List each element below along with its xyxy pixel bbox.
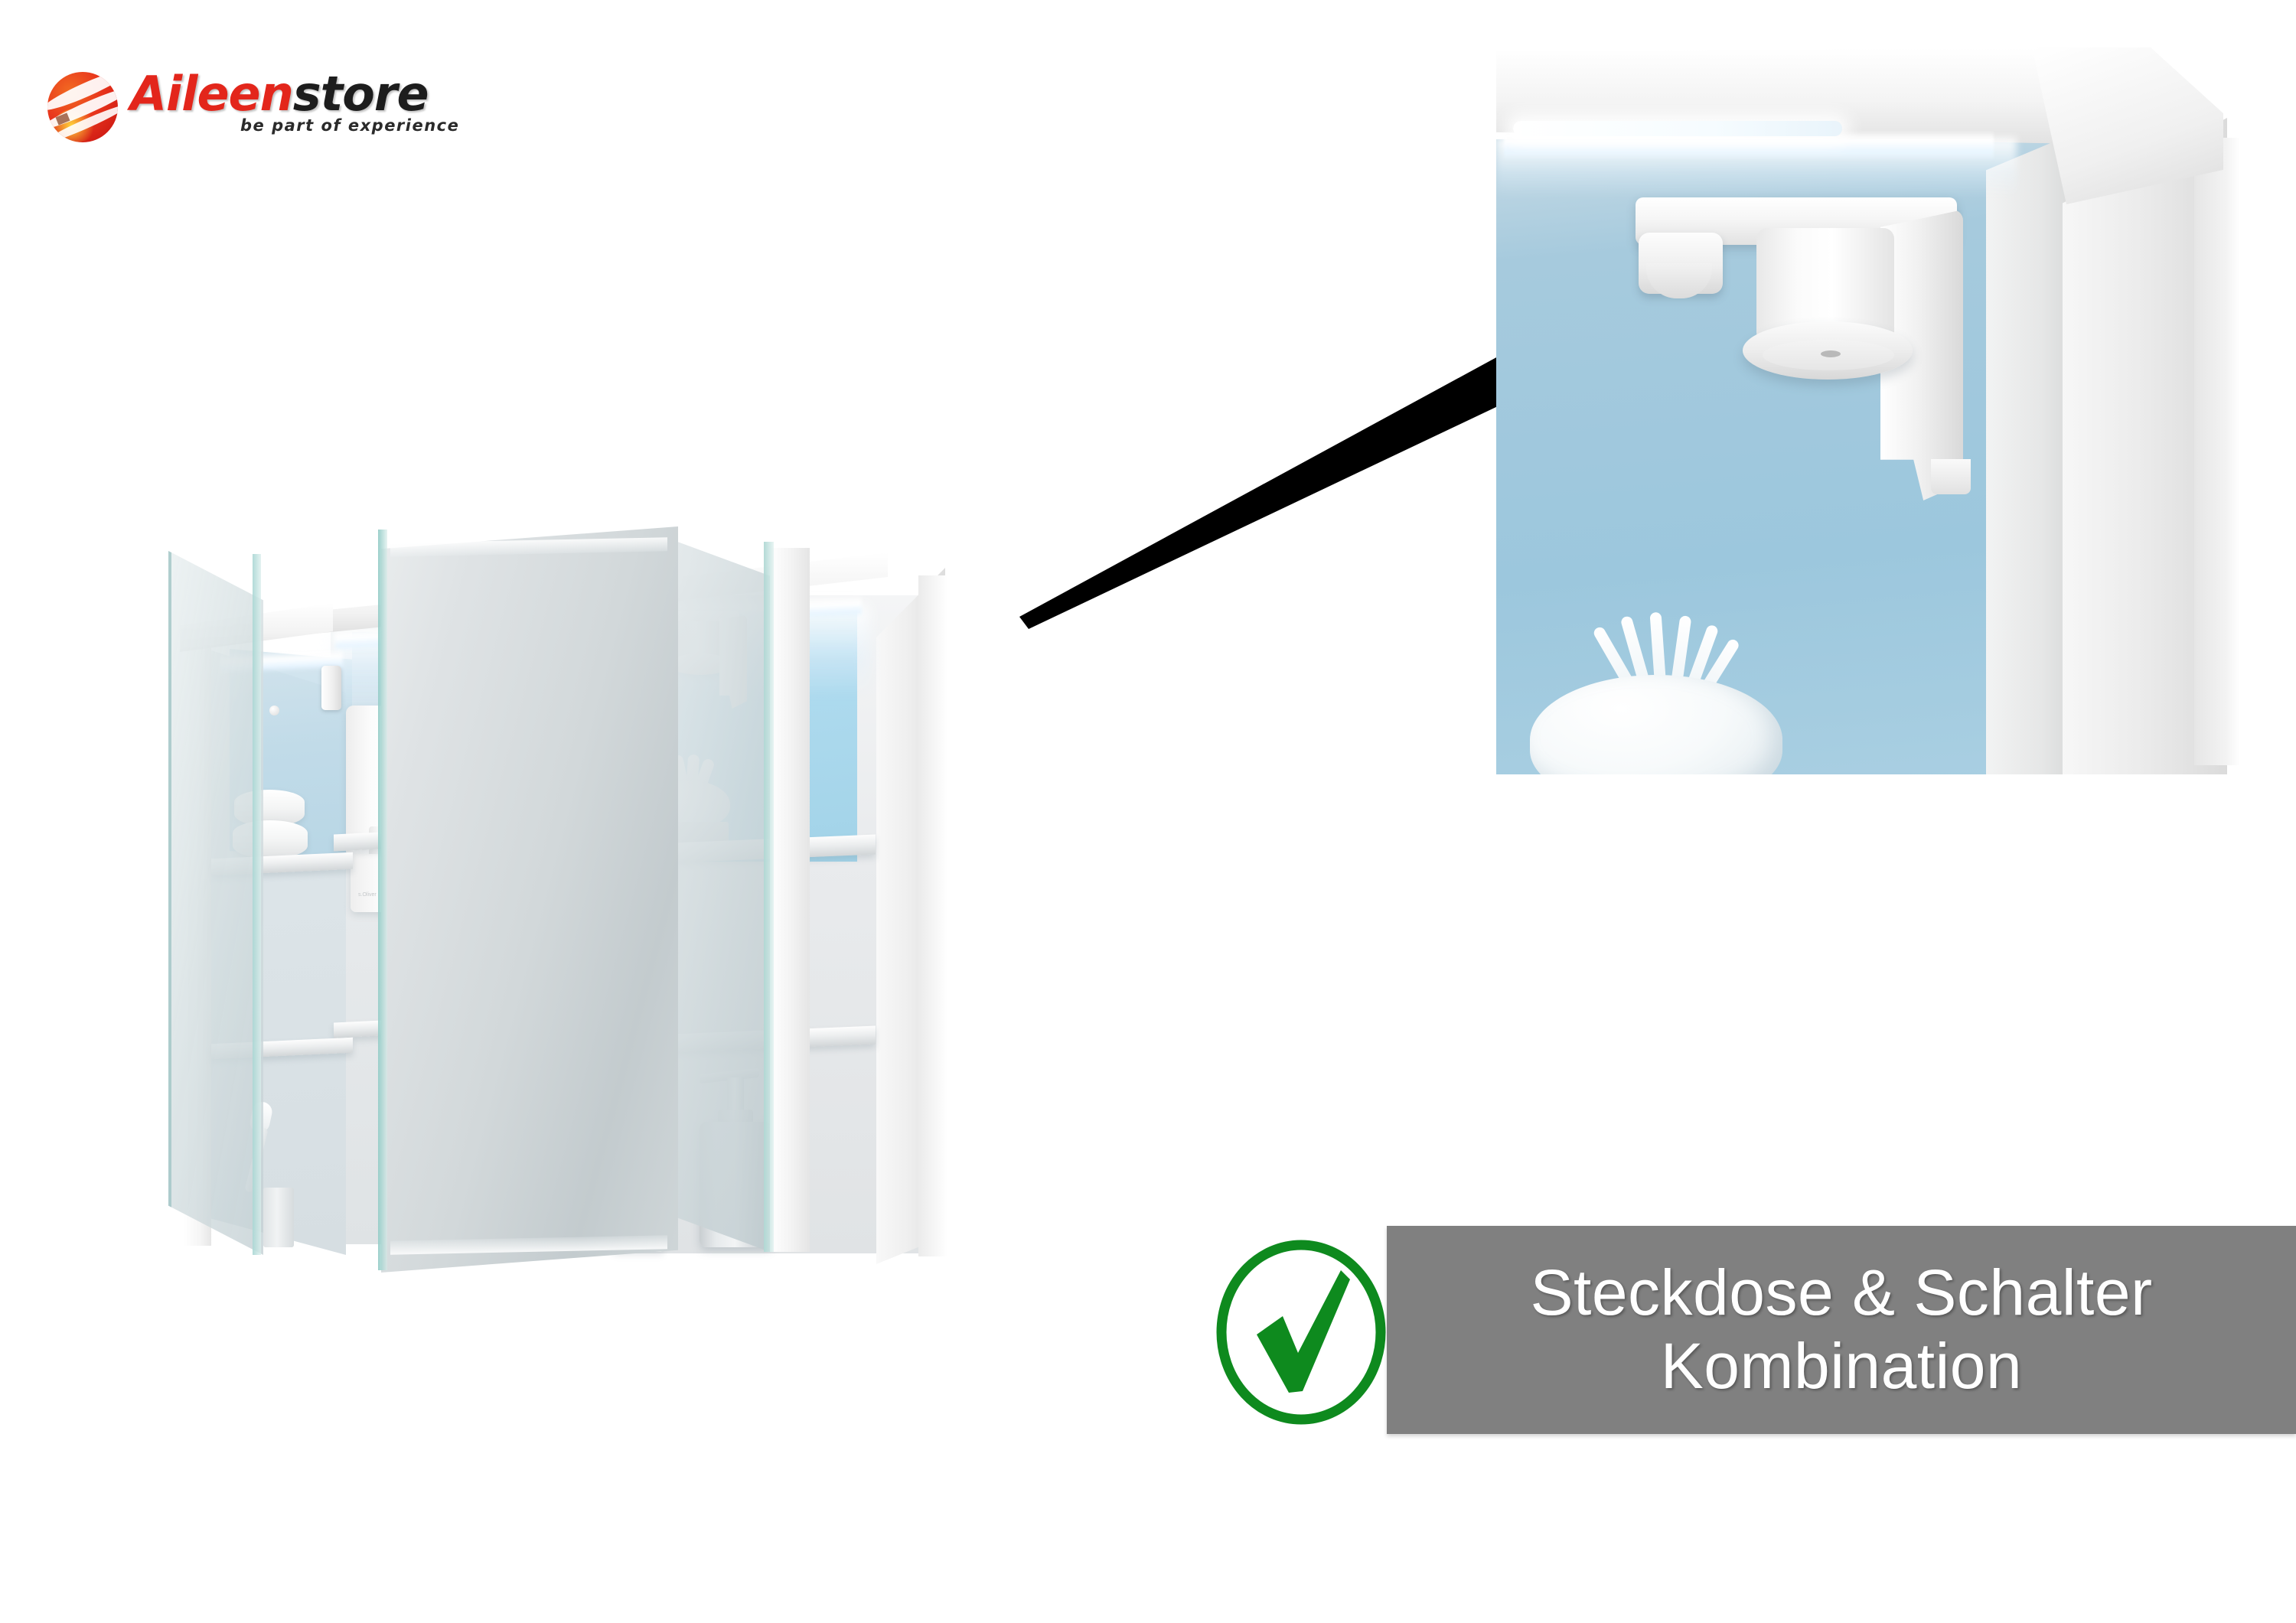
shelf-peg	[269, 706, 279, 715]
mirror-door-right[interactable]	[673, 540, 770, 1252]
door-hinge	[321, 666, 341, 710]
swab-holder-bowl	[1530, 675, 1782, 774]
socket-switch-module	[1628, 190, 1995, 511]
cotton-swab-holder	[1530, 611, 1782, 774]
feature-badge-text: Steckdose & Schalter Kombination	[1387, 1226, 2296, 1434]
toothbrush-in-cup	[237, 1100, 302, 1247]
module-bracket-tab	[1931, 459, 1971, 494]
feature-badge-box: Steckdose & Schalter Kombination	[1387, 1226, 2296, 1434]
tapered-leader-line-icon	[1019, 314, 1577, 629]
product-photo-mirror-cabinet: Lorem ipsum dolor sit amet consectetur a…	[138, 526, 1225, 1530]
mirror-door-center[interactable]	[381, 526, 678, 1273]
cabinet-right-edge	[918, 575, 947, 1256]
inset-cabinet-right-edge	[2194, 138, 2240, 765]
inset-led-bar	[1513, 121, 1842, 136]
mirror-door-center-glass-edge	[378, 530, 387, 1270]
feature-badge-line-1: Steckdose & Schalter	[1530, 1256, 2153, 1329]
brand-name-secondary: store	[292, 66, 429, 122]
green-check-circle-icon	[1216, 1240, 1386, 1425]
feature-badge-line-2: Kombination	[1660, 1330, 2023, 1402]
cabinet-center-divider	[770, 548, 810, 1252]
brand-tagline: be part of experience	[240, 116, 460, 135]
feature-badge: Steckdose & Schalter Kombination	[1194, 1223, 2296, 1445]
mirror-door-right-glass-edge	[764, 542, 774, 1252]
callout-pointer	[1019, 314, 1577, 629]
detail-inset-panel	[1496, 47, 2294, 774]
brand-logo[interactable]: Aileenstore be part of experience	[47, 66, 458, 148]
sphere-swirl-logo-icon	[47, 72, 118, 142]
brand-wordmark: Aileenstore	[130, 66, 429, 122]
power-socket-contact-hole	[1821, 350, 1841, 357]
mirror-door-left-glass-edge	[253, 554, 261, 1255]
mirror-door-left[interactable]	[168, 551, 263, 1255]
brand-name-primary: Aileen	[130, 66, 294, 122]
toothbrush-cup	[263, 1188, 294, 1247]
